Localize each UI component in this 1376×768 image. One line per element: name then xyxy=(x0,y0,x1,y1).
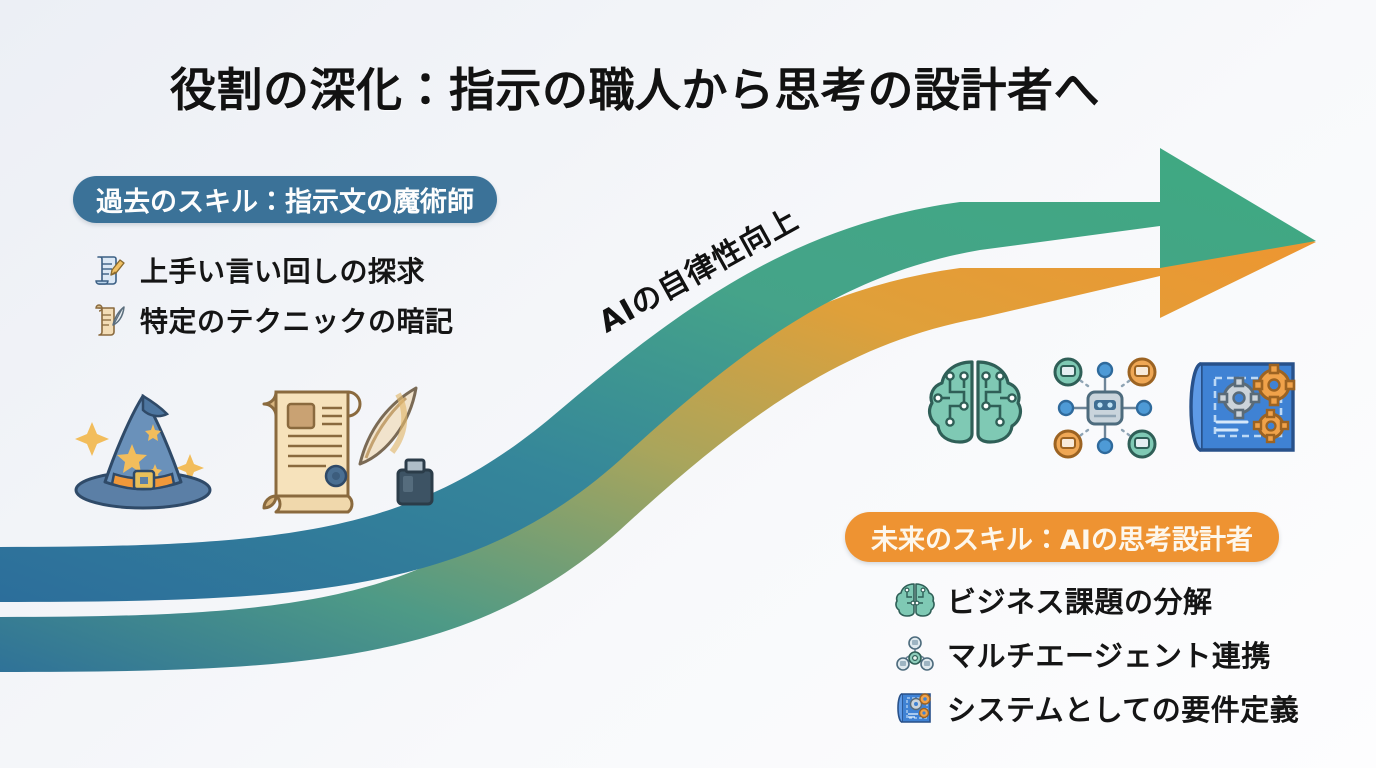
future-bullet-list: ビジネス課題の分解 マルチエージェント連携 xyxy=(893,578,1299,740)
list-item-label: ビジネス課題の分解 xyxy=(947,585,1213,619)
wizard-hat-icon xyxy=(58,378,228,518)
circuit-brain-icon xyxy=(893,578,937,622)
past-bullet-list: 上手い言い回しの探求 特定のテクニックの暗記 xyxy=(86,248,454,348)
future-icon-cluster xyxy=(920,352,1319,462)
multi-agent-network-icon xyxy=(893,632,937,676)
arrow-upper-band xyxy=(0,148,1316,602)
list-item: ビジネス課題の分解 xyxy=(893,578,1299,622)
scroll-quill-ink-icon xyxy=(246,378,446,518)
past-icon-cluster xyxy=(58,378,464,518)
blueprint-gears-icon xyxy=(893,686,937,730)
list-item-label: マルチエージェント連携 xyxy=(947,639,1271,673)
page-title: 役割の深化：指示の職人から思考の設計者へ xyxy=(170,63,1100,117)
list-item-label: システムとしての要件定義 xyxy=(947,693,1300,727)
arrow-lower-band xyxy=(0,196,1316,672)
badge-future-skill: 未来のスキル：AIの思考設計者 xyxy=(845,512,1279,562)
list-item-label: 特定のテクニックの暗記 xyxy=(140,305,454,338)
memo-pencil-icon xyxy=(86,248,130,292)
list-item: マルチエージェント連携 xyxy=(893,632,1299,676)
badge-future-label: 未来のスキル：AIの思考設計者 xyxy=(871,524,1253,556)
badge-past-skill: 過去のスキル：指示文の魔術師 xyxy=(73,176,497,223)
circuit-brain-icon xyxy=(920,352,1030,462)
multi-agent-network-icon xyxy=(1048,352,1163,462)
list-item: 上手い言い回しの探求 xyxy=(86,248,454,292)
scroll-quill-icon xyxy=(86,298,130,342)
badge-past-label: 過去のスキル：指示文の魔術師 xyxy=(96,187,474,218)
list-item-label: 上手い言い回しの探求 xyxy=(140,255,426,288)
blueprint-gears-icon xyxy=(1181,352,1301,462)
list-item: 特定のテクニックの暗記 xyxy=(86,298,454,342)
list-item: システムとしての要件定義 xyxy=(893,686,1299,730)
